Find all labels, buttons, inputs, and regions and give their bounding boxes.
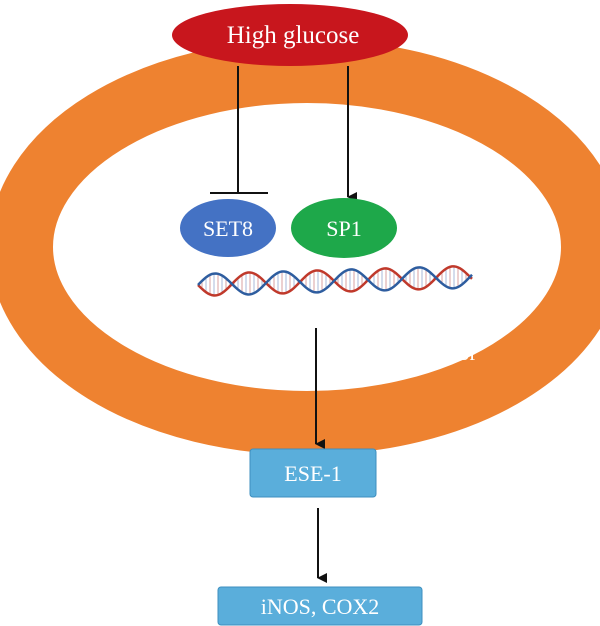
targets-label: iNOS, COX2 (261, 594, 380, 619)
set8-label: SET8 (203, 216, 253, 241)
sp1-node: SP1 (291, 198, 397, 258)
sp1-label: SP1 (326, 216, 361, 241)
nuclear-membrane-ring (0, 39, 600, 455)
high-glucose-label: High glucose (227, 22, 360, 49)
dna-strand-blue (197, 266, 473, 296)
high-glucose-node: High glucose (172, 4, 408, 66)
ese1-promoter-label: ESE-1 promotor (332, 340, 477, 365)
ese1-node: ESE-1 (249, 448, 377, 498)
dna-strand-red (197, 265, 473, 297)
targets-node: iNOS, COX2 (217, 586, 423, 626)
ese1-label: ESE-1 (284, 461, 341, 486)
set8-node: SET8 (180, 199, 276, 257)
dna-double-helix-icon (197, 265, 473, 297)
inhibition-edge-high-glucose-set8 (210, 66, 268, 194)
